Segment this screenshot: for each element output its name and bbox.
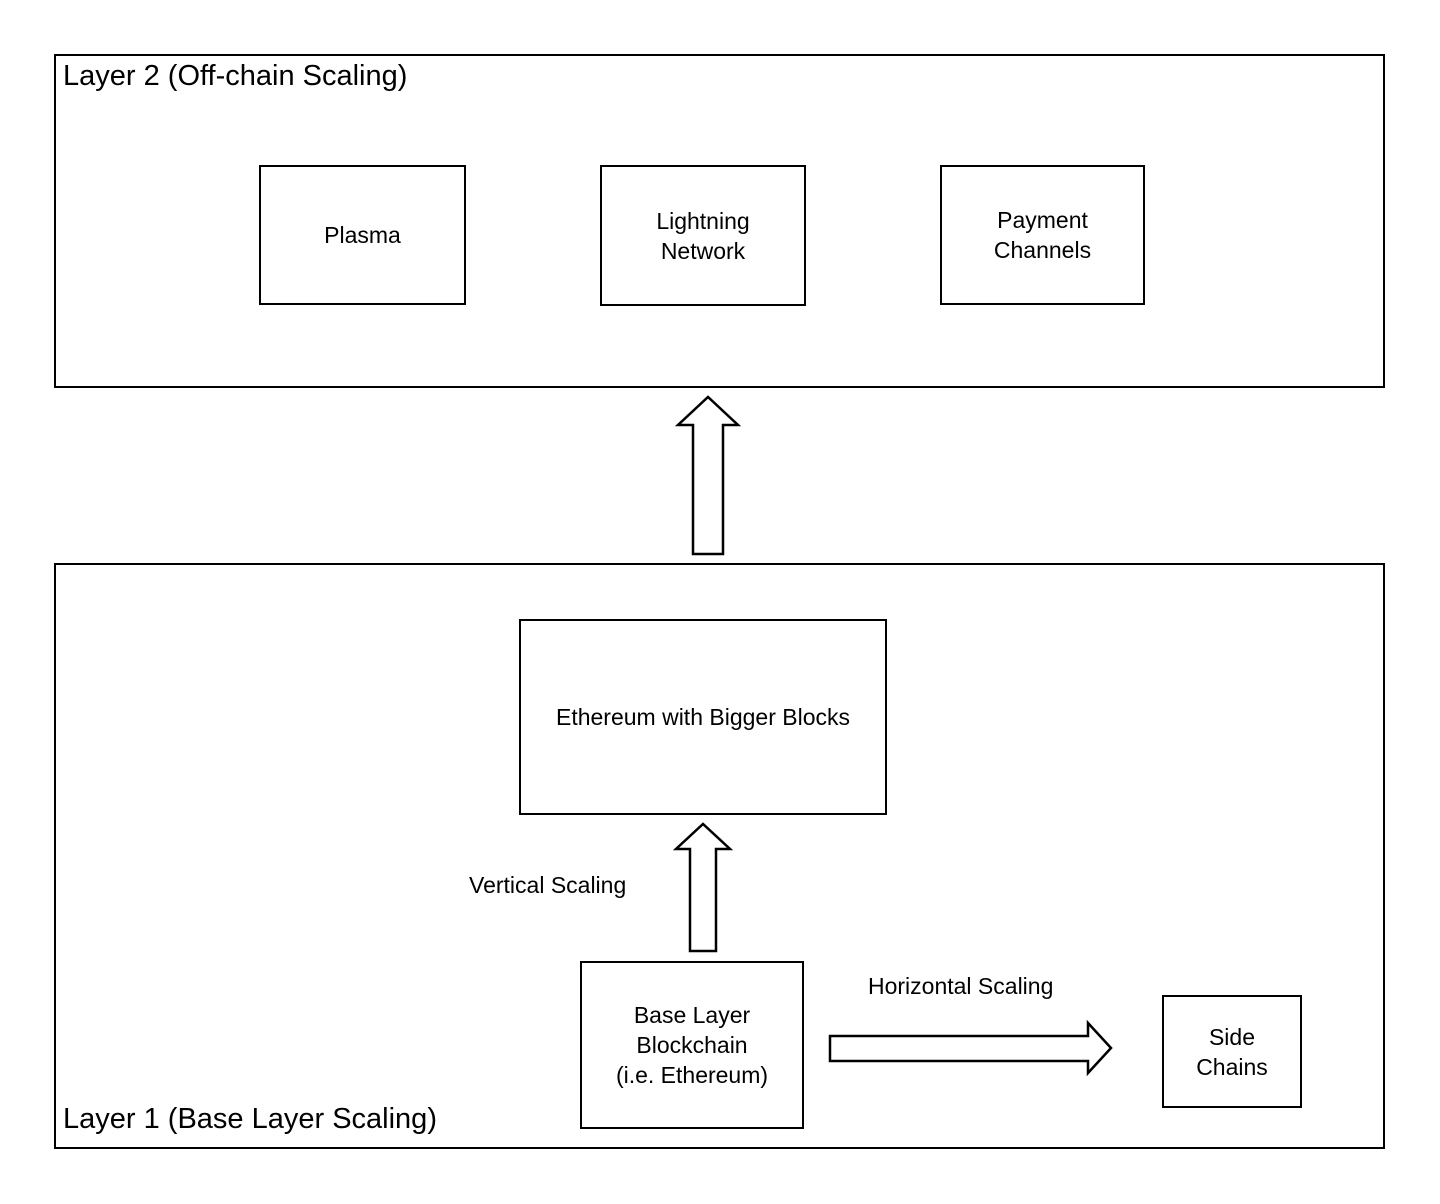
base-layer-node: Base Layer Blockchain (i.e. Ethereum) xyxy=(580,961,804,1129)
plasma-label: Plasma xyxy=(324,222,401,248)
base-layer-label: Base Layer Blockchain (i.e. Ethereum) xyxy=(615,1002,769,1088)
side-chains-label: Side Chains xyxy=(1196,1023,1268,1080)
payment-channels-node: Payment Channels xyxy=(940,165,1145,305)
vertical-scaling-label: Vertical Scaling xyxy=(469,872,627,898)
lightning-network-label: Lightning Network xyxy=(656,207,750,264)
layer-2-title: Layer 2 (Off-chain Scaling) xyxy=(63,60,408,92)
side-chains-node: Side Chains xyxy=(1162,995,1302,1108)
bigger-blocks-node: Ethereum with Bigger Blocks xyxy=(519,619,887,815)
layer-1-title: Layer 1 (Base Layer Scaling) xyxy=(63,1103,437,1135)
bigger-blocks-label: Ethereum with Bigger Blocks xyxy=(555,704,850,730)
payment-channels-label: Payment Channels xyxy=(993,207,1092,263)
plasma-node: Plasma xyxy=(259,165,466,305)
lightning-network-node: Lightning Network xyxy=(600,165,806,306)
horizontal-scaling-label: Horizontal Scaling xyxy=(868,973,1054,999)
layer1-to-layer2-arrow xyxy=(674,395,742,556)
